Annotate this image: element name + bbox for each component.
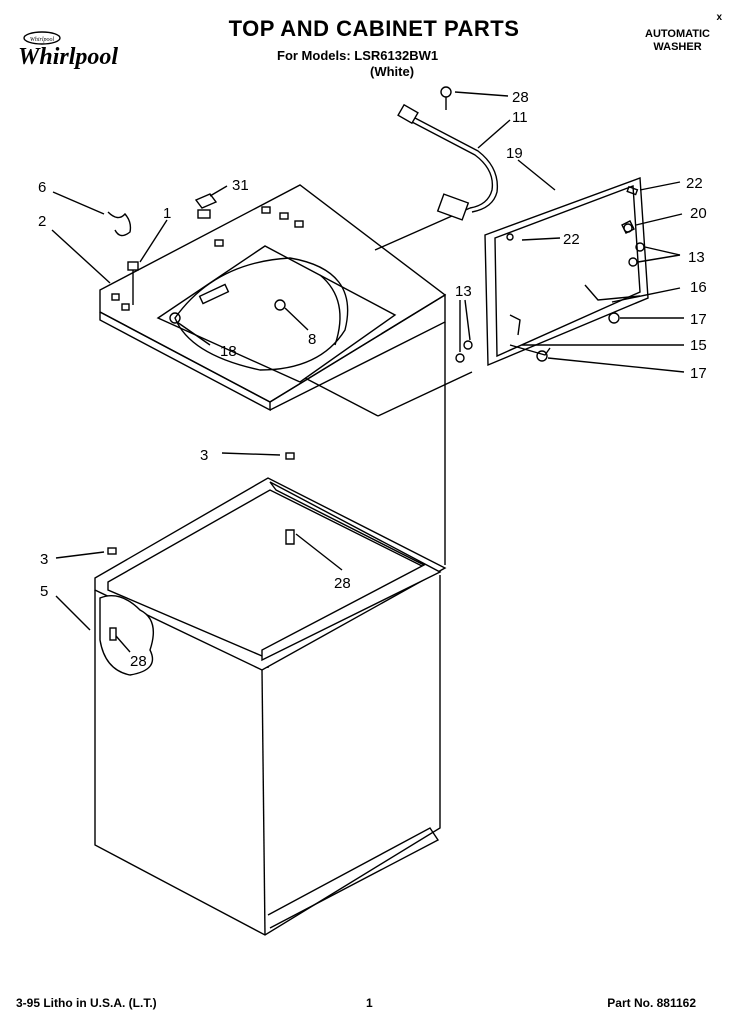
lid-hardware [455, 185, 645, 363]
part-number: Part No. 881162 [607, 996, 696, 1010]
callout-17-b: 17 [690, 365, 707, 382]
top-hardware [107, 86, 452, 311]
callout-numbers: 6 31 1 2 18 8 28 11 19 22 22 20 13 16 17… [38, 89, 707, 670]
callout-28-mid: 28 [334, 575, 351, 592]
callout-19: 19 [506, 145, 523, 162]
callout-2: 2 [38, 213, 46, 230]
callout-13-a: 13 [688, 249, 705, 266]
cabinet [94, 452, 447, 936]
callout-15: 15 [690, 337, 707, 354]
callout-22-b: 22 [563, 231, 580, 248]
model-number: For Models: LSR6132BW1 [277, 48, 439, 63]
model-color: (White) [370, 64, 415, 79]
callout-3-a: 3 [200, 447, 208, 464]
leader-lines [51, 91, 685, 653]
callout-3-b: 3 [40, 551, 48, 568]
callout-17-a: 17 [690, 311, 707, 328]
page-number: 1 [366, 996, 373, 1010]
callout-28-top: 28 [512, 89, 529, 106]
product-type-line2: WASHER [653, 41, 702, 53]
callout-8: 8 [308, 331, 316, 348]
page-title: TOP AND CABINET PARTS [0, 16, 736, 42]
callout-5: 5 [40, 583, 48, 600]
product-type-line1: AUTOMATIC [645, 28, 710, 40]
corner-mark: x [716, 12, 722, 23]
callout-16: 16 [690, 279, 707, 296]
callout-6: 6 [38, 179, 46, 196]
top-panel [99, 184, 447, 412]
callout-31: 31 [232, 177, 249, 194]
page-title-text: TOP AND CABINET PARTS [228, 16, 520, 41]
lid-switch-harness [397, 103, 499, 221]
litho-note: 3-95 Litho in U.S.A. (L.T.) [16, 996, 157, 1010]
lid-frame [484, 177, 649, 367]
callout-28-low: 28 [130, 653, 147, 670]
logo-wordmark: Whirlpool [18, 44, 118, 70]
whirlpool-logo: Whirlpool Whirlpool [18, 31, 118, 70]
callout-11: 11 [512, 109, 528, 126]
callout-13-b: 13 [455, 283, 472, 300]
callout-20: 20 [690, 205, 707, 222]
product-type: AUTOMATIC WASHER [645, 28, 710, 54]
callout-1: 1 [163, 205, 171, 222]
logo-badge-text: Whirlpool [30, 37, 55, 43]
callout-22-a: 22 [686, 175, 703, 192]
callout-18: 18 [220, 343, 237, 360]
